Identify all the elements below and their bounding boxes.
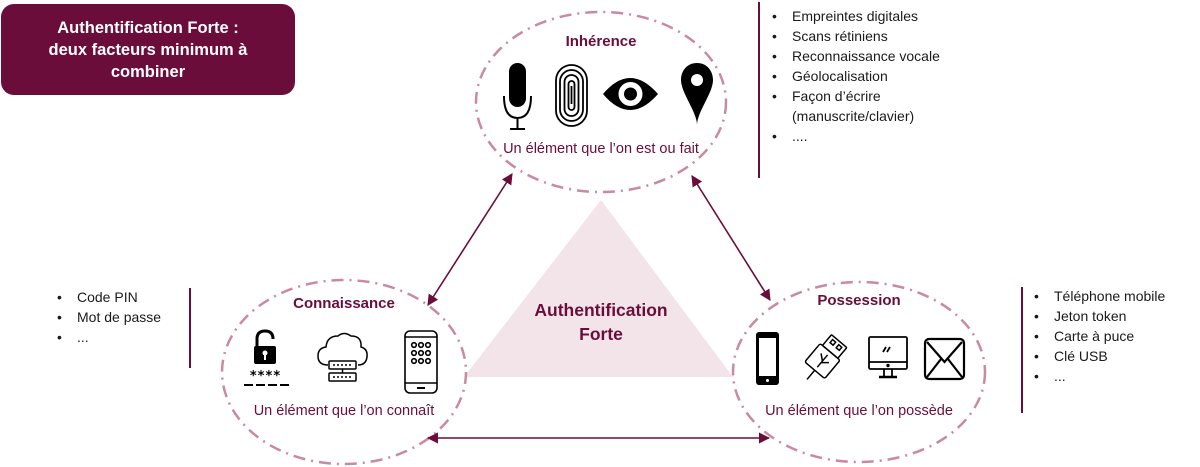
center-label: Authentification Forte [511,298,691,346]
possession-title: Possession [817,292,901,309]
inherence-ellipse [474,10,728,194]
arrow-inherence-knowledge [427,173,513,306]
location-pin-icon [681,63,713,125]
list-item: Façon d’écrire [768,86,940,106]
knowledge-examples-list: Code PIN Mot de passe ... [53,287,161,347]
arrow-inherence-possession [691,175,771,301]
smartphone-icon [756,332,779,385]
list-item: Scans rétiniens [768,26,940,46]
knowledge-ellipse [220,278,468,466]
envelope-icon [923,337,966,381]
center-label-line-1: Authentification [534,300,668,320]
list-item-continuation: (manuscrite/clavier) [792,108,915,124]
title-line-1: Authentification Forte : [57,18,239,37]
list-item: Téléphone mobile [1030,286,1165,306]
list-item: Clé USB [1030,346,1165,366]
list-item: ... [1030,366,1165,386]
possession-examples-divider [1021,287,1023,413]
inherence-examples-list: Empreintes digitales Scans rétiniens Rec… [768,6,940,146]
padlock-pin-icon: **** [244,329,289,386]
svg-text:****: **** [249,369,280,384]
microphone-icon [503,63,532,130]
inherence-examples-divider [758,2,760,178]
list-item: Empreintes digitales [768,6,940,26]
inherence-subtitle: Un élément que l’on est ou fait [503,141,699,157]
computer-monitor-icon [868,336,908,379]
center-label-line-2: Forte [579,324,623,344]
possession-ellipse [731,280,987,464]
list-item: ... [53,327,161,347]
list-item: Mot de passe [53,307,161,327]
usb-key-icon [804,334,848,380]
knowledge-title: Connaissance [293,295,395,312]
possession-examples-list: Téléphone mobile Jeton token Carte à puc… [1030,286,1165,386]
fingerprint-icon [555,64,588,127]
knowledge-subtitle: Un élément que l’on connaît [253,403,435,419]
title-box: Authentification Forte : deux facteurs m… [1,4,295,95]
possession-subtitle: Un élément que l’on possède [765,403,953,419]
pattern-lock-phone-icon [404,330,438,394]
center-triangle [464,200,733,377]
list-item: .... [768,126,940,146]
cloud-server-icon [317,332,368,382]
knowledge-examples-divider [189,288,191,368]
eye-icon [603,78,658,110]
list-item: Code PIN [53,287,161,307]
list-item: Jeton token [1030,306,1165,326]
title-line-3: combiner [110,62,186,81]
list-item: Géolocalisation [768,66,940,86]
inherence-title: Inhérence [565,33,637,50]
title-line-2: deux facteurs minimum à [48,40,248,59]
list-item: Carte à puce [1030,326,1165,346]
list-item: Reconnaissance vocale [768,46,940,66]
